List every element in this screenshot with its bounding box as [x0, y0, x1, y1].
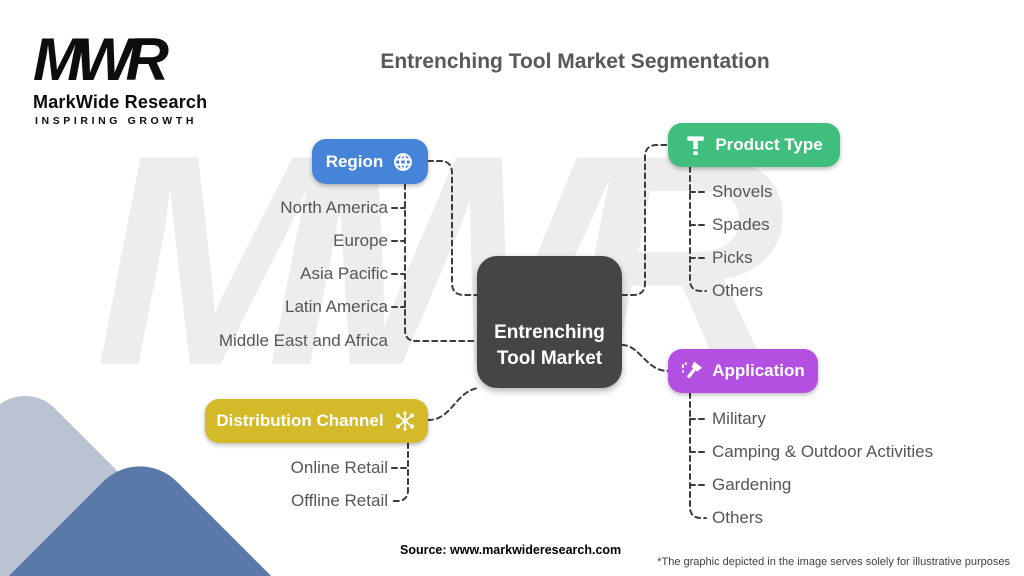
footnote-text: *The graphic depicted in the image serve…	[657, 556, 1010, 568]
letter-t-icon	[685, 135, 706, 156]
segment-item-distribution-1: Offline Retail	[290, 491, 388, 510]
segment-item-product-2: Picks	[712, 248, 753, 267]
branch-label-region: Region	[325, 151, 384, 171]
segment-item-region-3: Latin America	[285, 297, 388, 316]
segment-item-product-1: Spades	[712, 215, 770, 234]
segment-item-application-0: Military	[712, 409, 766, 428]
branch-node-region: Region	[312, 139, 428, 184]
branch-node-application: Application	[668, 349, 818, 393]
branch-label-application: Application	[712, 361, 805, 380]
branch-label-product-type: Product Type	[715, 135, 823, 154]
segment-item-region-0: North America	[280, 198, 388, 217]
central-node-label: Entrenching Tool Market	[494, 321, 605, 370]
branch-node-product-type: Product Type	[668, 123, 840, 167]
segment-item-application-3: Others	[712, 508, 764, 527]
segment-item-application-1: Camping & Outdoor Activities	[712, 442, 934, 461]
markwide-logo: MWR MarkWide Research INSPIRING GROWTH	[33, 26, 208, 128]
segment-item-region-2: Asia Pacific	[300, 264, 388, 283]
branch-label-distribution-channel: Distribution Channel	[216, 411, 384, 430]
segment-item-distribution-0: Online Retail	[290, 458, 388, 477]
source-text: Source: www.markwideresearch.com	[400, 543, 622, 557]
logo-name: MarkWide Research	[33, 92, 208, 112]
segment-item-product-3: Others	[712, 281, 764, 300]
network-icon	[393, 409, 417, 433]
branch-node-distribution-channel: Distribution Channel	[205, 399, 428, 443]
logo-tagline: INSPIRING GROWTH	[35, 115, 198, 127]
central-node: Entrenching Tool Market	[477, 256, 622, 388]
segment-item-region-1: Europe	[333, 231, 388, 250]
page-title: Entrenching Tool Market Segmentation	[380, 50, 770, 73]
segment-item-product-0: Shovels	[712, 182, 773, 201]
globe-icon	[392, 151, 414, 173]
logo-monogram: MWR	[33, 26, 169, 93]
segment-item-application-2: Gardening	[712, 475, 792, 494]
segment-item-region-4: Middle East and Africa	[218, 331, 388, 350]
hatchet-icon	[681, 360, 703, 382]
